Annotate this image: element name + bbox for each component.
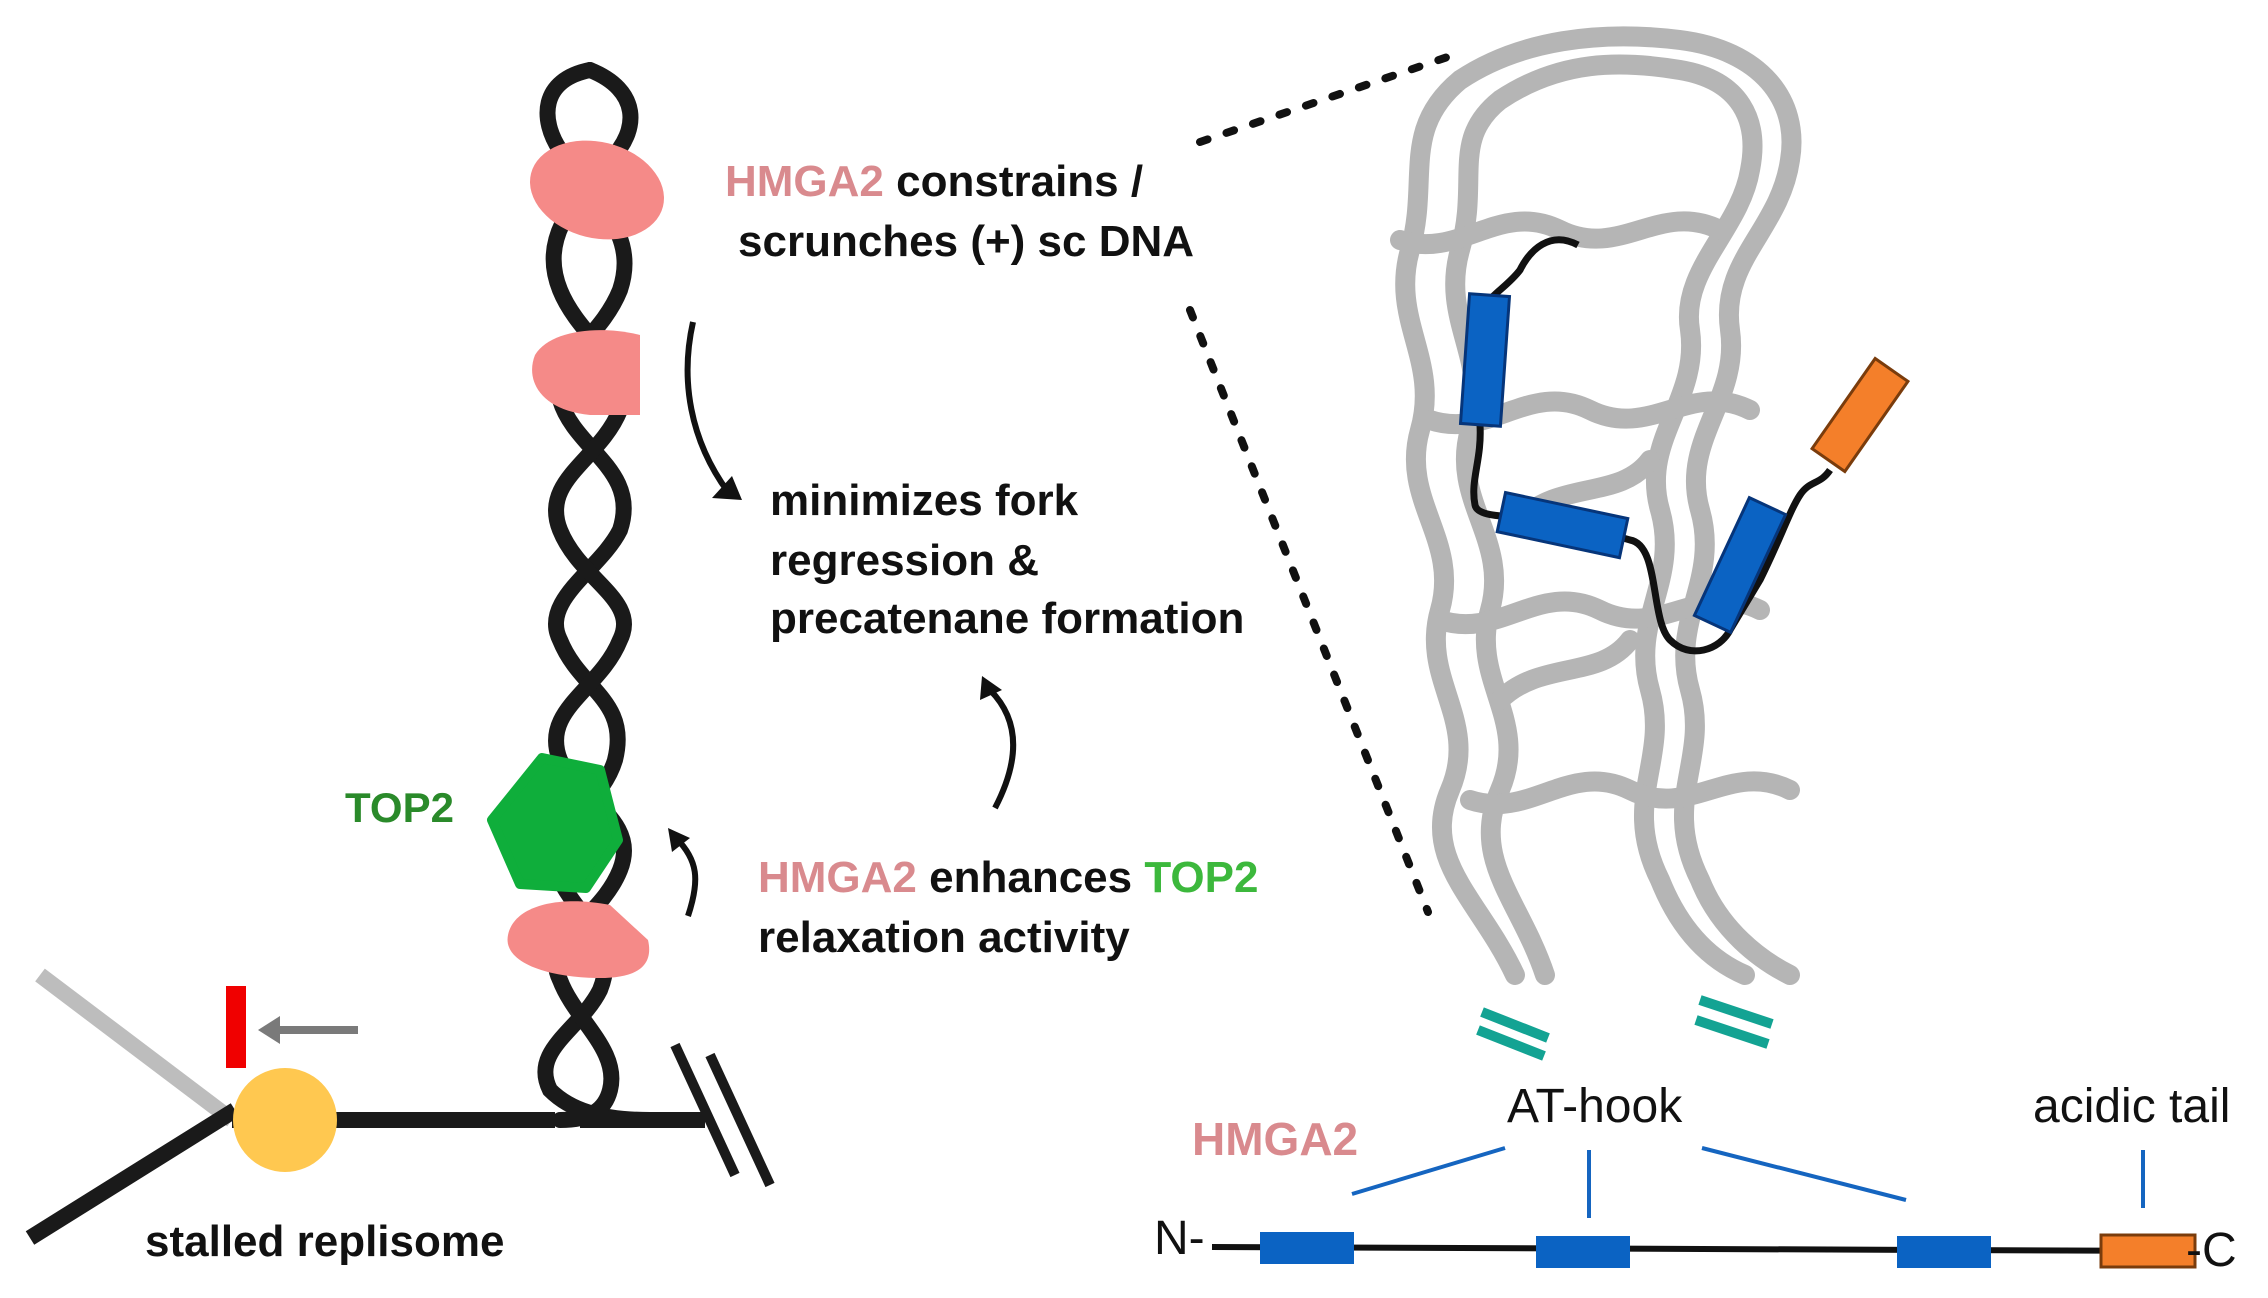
- arrowhead-top2: [668, 828, 690, 852]
- arrow-top2-small: [673, 835, 699, 917]
- curved-arrows: [673, 321, 1017, 917]
- enhances-hmga2-name: HMGA2: [758, 853, 917, 902]
- fork-lagging-strand-grey: [35, 968, 237, 1127]
- constrains-text-line2: scrunches (+) sc DNA: [738, 217, 1194, 266]
- constrains-hmga2-name: HMGA2: [725, 157, 884, 206]
- protein-backbone: [1211, 1244, 2193, 1254]
- chromosome-break-mark-1: [670, 1042, 740, 1178]
- at-hook-box-3: [1692, 495, 1788, 635]
- at-hook-connector-lines: [1351, 1146, 2145, 1218]
- arrow-constrain-to-minimize: [684, 321, 731, 494]
- hmga2-blob-top: [530, 140, 664, 240]
- minimizes-text-line1: minimizes fork: [770, 476, 1079, 525]
- hmga2-blob-lower: [507, 901, 650, 978]
- domain-at-hook-1: [1260, 1232, 1354, 1264]
- at-hook-box-2: [1495, 490, 1630, 560]
- chromosome-break-mark-2: [705, 1052, 775, 1188]
- enhances-text-line1: HMGA2 enhances TOP2: [758, 853, 1258, 902]
- minimizes-text-line2: regression &: [770, 536, 1039, 585]
- arrowhead-constrain: [712, 476, 742, 500]
- hmga2-domain-label: HMGA2: [1192, 1113, 1358, 1165]
- domain-acidic-tail: [2099, 1233, 2197, 1269]
- replication-fork: [25, 968, 775, 1245]
- arrowhead-enhance: [980, 676, 1002, 700]
- constrains-text-line1: HMGA2 constrains /: [725, 157, 1143, 206]
- acidic-tail-box-zoom: [1809, 356, 1911, 474]
- arrow-enhance-up: [987, 687, 1017, 810]
- domain-at-hook-2: [1536, 1236, 1630, 1268]
- at-hook-box-1: [1458, 292, 1512, 428]
- hmga2-blob-middle: [532, 330, 640, 415]
- top2-label: TOP2: [345, 784, 454, 831]
- constrains-rest: constrains /: [884, 157, 1143, 206]
- minimizes-text-line3: precatenane formation: [770, 594, 1244, 643]
- zoom-dotted-lines: [1186, 48, 1466, 916]
- enhances-mid: enhances: [917, 853, 1144, 902]
- domain-at-hook-3: [1897, 1236, 1991, 1268]
- supercoiled-dna-helix: [537, 62, 658, 1128]
- fork-leading-strand-lower: [25, 1103, 240, 1245]
- enhances-top2-name: TOP2: [1144, 853, 1258, 902]
- top2-blob: [487, 753, 623, 893]
- teal-break-marks: [1476, 995, 1774, 1061]
- block-arrow: [258, 1016, 358, 1044]
- n-terminus-label: N-: [1154, 1212, 1205, 1265]
- enhances-text-line2: relaxation activity: [758, 913, 1130, 962]
- at-hook-label: AT-hook: [1507, 1080, 1683, 1133]
- zoomed-grey-dna: [1390, 26, 1802, 985]
- hmga2-protein-chain: [1470, 236, 1833, 655]
- acidic-tail-label: acidic tail: [2033, 1080, 2230, 1133]
- replication-block-bar: [226, 986, 246, 1068]
- stalled-replisome-circle: [233, 1068, 337, 1172]
- c-terminus-label: -C: [2186, 1224, 2237, 1277]
- stalled-replisome-label: stalled replisome: [145, 1217, 504, 1266]
